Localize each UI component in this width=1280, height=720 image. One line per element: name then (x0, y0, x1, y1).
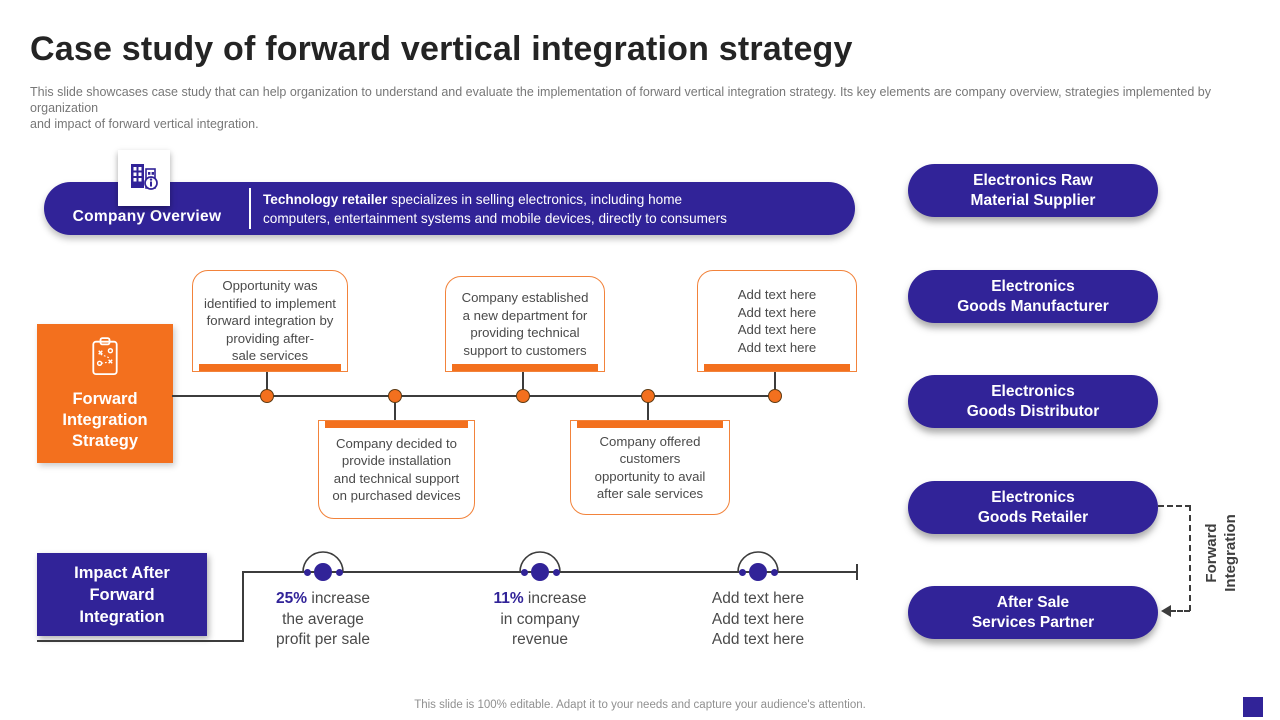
company-overview-description: Technology retailer specializes in selli… (263, 190, 839, 228)
forward-integration-dashed-line (1189, 505, 1191, 611)
strategy-step-box-3: Company established a new department for… (445, 276, 605, 372)
strategy-step-text: Company decided to provide installation … (332, 435, 461, 504)
pill-electronics-goods-retailer: Electronics Goods Retailer (908, 481, 1158, 534)
strategy-step-box-2: Company decided to provide installation … (318, 420, 475, 519)
strategy-step-box-1: Opportunity was identified to implement … (192, 270, 348, 372)
impact-marker (295, 548, 351, 581)
buildings-info-icon (127, 158, 161, 199)
impact-stat-value: 11% (493, 590, 524, 607)
impact-stat-text: revenue (511, 631, 568, 648)
impact-stat-value: 25% (276, 590, 308, 607)
strategy-step-text: Opportunity was identified to implement … (204, 278, 336, 364)
strategy-step-text: Company offered customers opportunity to… (594, 433, 706, 502)
pill-electronics-goods-distributor: Electronics Goods Distributor (908, 375, 1158, 428)
impact-stat-2: 11% increase in company revenue (455, 589, 625, 651)
company-overview-bar: Company Overview Technology retailer spe… (44, 182, 855, 235)
timeline-dot (641, 389, 655, 403)
pill-label: Electronics Raw Material Supplier (970, 171, 1096, 209)
pill-electronics-goods-manufacturer: Electronics Goods Manufacturer (908, 270, 1158, 323)
forward-integration-strategy-box: Forward Integration Strategy (37, 324, 173, 463)
impact-marker (730, 548, 786, 581)
timeline-dot (388, 389, 402, 403)
orange-accent-bar (577, 421, 723, 428)
strategy-step-box-5: Add text here Add text here Add text her… (697, 270, 857, 372)
page-title: Case study of forward vertical integrati… (30, 30, 853, 68)
pill-after-sale-services-partner: After Sale Services Partner (908, 586, 1158, 639)
footer-note: This slide is 100% editable. Adapt it to… (414, 699, 866, 711)
orange-accent-bar (199, 364, 341, 371)
impact-after-forward-integration-box: Impact After Forward Integration (37, 553, 207, 636)
pill-label: Electronics Goods Retailer (977, 488, 1089, 526)
corner-decoration-square (1243, 697, 1263, 717)
company-overview-description-bold: Technology retailer (263, 191, 388, 207)
forward-integration-dashed-line (1158, 505, 1191, 507)
impact-connector-line (242, 572, 244, 642)
impact-stat-text: profit per sale (276, 631, 370, 648)
impact-connector-line (37, 640, 244, 642)
impact-stat-text: the average (282, 610, 364, 628)
connector-line (774, 372, 776, 396)
strategy-step-box-4: Company offered customers opportunity to… (570, 420, 730, 515)
company-overview-description-rest: specializes in selling electronics, incl… (263, 191, 727, 226)
clipboard-strategy-icon (87, 336, 123, 383)
impact-timeline-end-tick (856, 564, 858, 580)
pill-electronics-raw-material-supplier: Electronics Raw Material Supplier (908, 164, 1158, 217)
impact-marker (512, 548, 568, 581)
connector-line (266, 372, 268, 396)
strategy-step-text: Add text here Add text here Add text her… (737, 287, 817, 355)
impact-stat-text: increase (523, 590, 587, 607)
timeline-dot (260, 389, 274, 403)
forward-integration-dashed-line (1170, 610, 1190, 612)
forward-integration-strategy-label: Forward Integration Strategy (62, 389, 148, 450)
company-overview-label: Company Overview (72, 208, 222, 225)
pill-label: After Sale Services Partner (971, 593, 1095, 631)
strategy-step-text: Company established a new department for… (461, 290, 589, 358)
connector-line (647, 396, 649, 421)
strategy-timeline-line (172, 395, 777, 397)
impact-stat-text: in company (500, 610, 580, 628)
impact-stat-3: Add text here Add text here Add text her… (673, 589, 843, 651)
company-overview-divider (249, 188, 251, 229)
timeline-dot (516, 389, 530, 403)
orange-accent-bar (325, 421, 468, 428)
impact-label: Impact After Forward Integration (74, 563, 170, 626)
company-overview-icon-tile (118, 150, 170, 206)
impact-stat-1: 25% increase the average profit per sale (238, 589, 408, 651)
forward-integration-vertical-label: Forward Integration (1203, 514, 1239, 592)
arrow-left-icon (1161, 605, 1171, 617)
impact-stat-text: increase (307, 590, 370, 607)
impact-timeline-line (242, 571, 858, 573)
connector-line (394, 396, 396, 421)
slide-description: This slide showcases case study that can… (30, 85, 1211, 131)
orange-accent-bar (704, 364, 850, 371)
impact-stat-text: Add text here (711, 610, 805, 628)
pill-label: Electronics Goods Manufacturer (957, 277, 1109, 315)
timeline-dot (768, 389, 782, 403)
connector-line (522, 372, 524, 396)
impact-stat-text: Add text here (711, 631, 805, 648)
orange-accent-bar (452, 364, 598, 371)
pill-label: Electronics Goods Distributor (966, 382, 1100, 420)
impact-stat-text: Add text here (711, 590, 805, 607)
